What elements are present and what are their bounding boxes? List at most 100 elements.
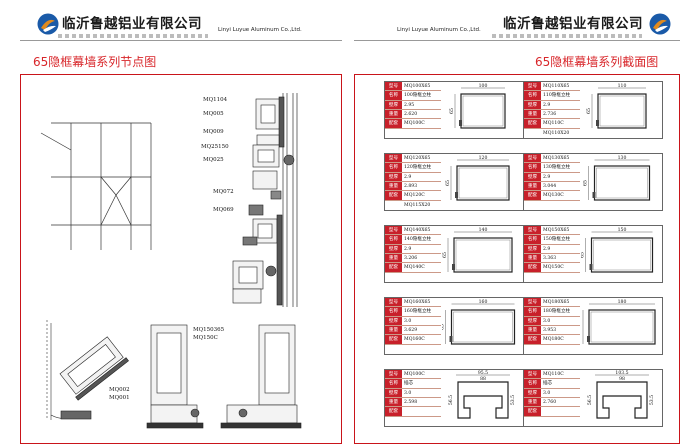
spec-value: 插芯 [543, 381, 553, 387]
profile-outline [593, 165, 651, 201]
spec-value: 3.953 [543, 327, 557, 333]
spec-key: 配套 [524, 335, 541, 344]
spec-key: 名称 [524, 307, 541, 316]
spec-value: MQ120C [404, 193, 425, 199]
inner-width-dimension: 98 [619, 376, 625, 382]
node-label: MQ150C [193, 335, 218, 341]
profile-lip [596, 120, 599, 126]
spec-key: 型号 [385, 154, 402, 163]
spec-key: 配套 [524, 263, 541, 272]
spec-key: 重量 [524, 253, 541, 263]
spec-key: 型号 [385, 370, 402, 379]
profile-inner [453, 311, 513, 343]
height-dimension: 56.5 [587, 395, 593, 405]
width-dimension: 180 [618, 299, 627, 305]
width-dimension: 103.5 [615, 370, 628, 376]
width-dimension: 120 [479, 155, 488, 161]
spec-value: MQ100X65 [404, 84, 431, 89]
profile-outline [453, 237, 513, 273]
spec-value: 3.629 [404, 327, 418, 333]
spec-key: 配套 [385, 335, 402, 344]
spec-row: MQ115X20 [385, 201, 441, 210]
spec-key: 重量 [385, 253, 402, 263]
profile-outline [597, 93, 647, 129]
spec-key: 重量 [524, 325, 541, 335]
height-dimension: 65 [442, 324, 446, 330]
spec-value: MQ180C [543, 337, 564, 343]
node-label: MQ072 [213, 189, 234, 195]
spec-value: 插芯 [404, 381, 414, 387]
height-dimension: 65 [581, 324, 583, 330]
header-rule-right [354, 40, 680, 41]
node-label: MQ025 [203, 157, 224, 163]
spec-key: 壁厚 [524, 244, 541, 253]
insert-profile-outline [457, 381, 509, 419]
inner-width-dimension: 88 [480, 376, 486, 382]
height-dimension: 65 [442, 252, 448, 258]
spec-value: MQ110C [543, 121, 564, 127]
profile-outline [460, 93, 506, 129]
profile-lip [455, 192, 458, 198]
spec-key: 名称 [524, 91, 541, 100]
profile-outline [588, 309, 656, 345]
spec-key: 重量 [385, 181, 402, 191]
spec-row: 名称插芯 [385, 379, 441, 389]
spec-value: 110隐框立柱 [543, 93, 571, 99]
profile-lip [589, 264, 593, 270]
spec-value: 2.9 [543, 102, 551, 108]
spec-value: 2.598 [404, 399, 418, 405]
profile-lip [449, 336, 453, 342]
spec-key: 壁厚 [524, 100, 541, 109]
company-logo-icon [649, 13, 671, 35]
spec-value: 3.363 [543, 255, 557, 261]
spec-key: 型号 [524, 154, 541, 163]
page-header: 临沂鲁越铝业有限公司 Linyi Luyue Aluminum Co.,Ltd.… [0, 0, 700, 44]
spec-value: 130隐框立柱 [543, 165, 571, 171]
header-rule [20, 40, 342, 41]
spec-value: MQ160X65 [404, 300, 431, 305]
spec-key: 重量 [385, 109, 402, 119]
height-dimension: 56.5 [448, 395, 454, 405]
profile-inner [590, 311, 654, 343]
profile-lip [592, 192, 596, 198]
spec-value: 140隐框立柱 [404, 237, 432, 243]
header-stripe [58, 34, 208, 38]
company-name-cn: 临沂鲁越铝业有限公司 [62, 16, 202, 32]
profile-lip [459, 120, 462, 126]
profile-inner [458, 167, 508, 199]
spec-key: 型号 [524, 226, 541, 235]
spec-key: 名称 [385, 91, 402, 100]
spec-key: 名称 [385, 307, 402, 316]
